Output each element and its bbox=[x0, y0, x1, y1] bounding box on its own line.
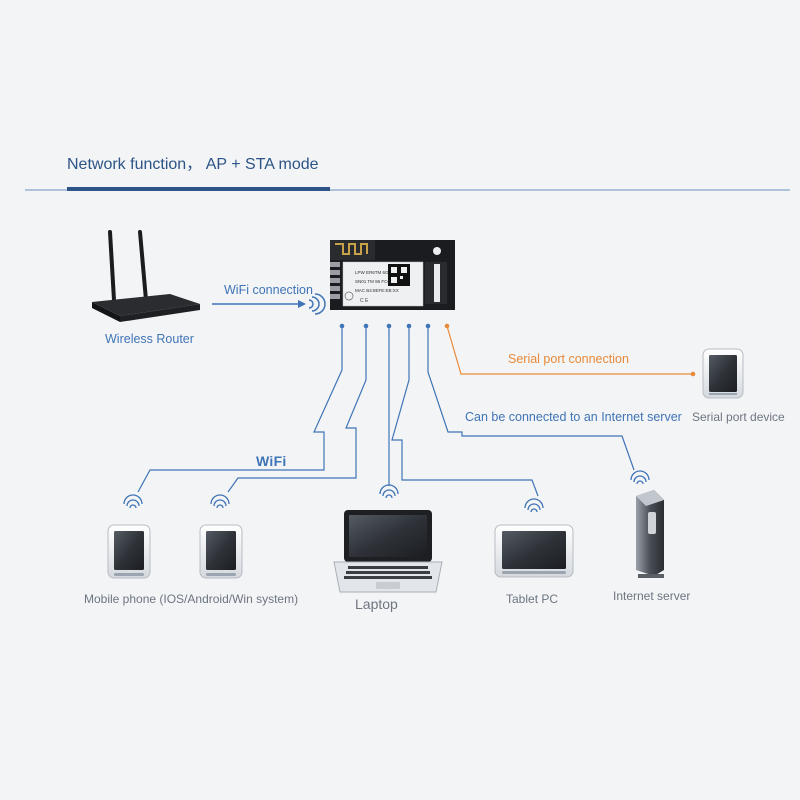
wifi-icon bbox=[308, 293, 326, 315]
serial-connection-label: Serial port connection bbox=[508, 352, 629, 366]
server-label: Internet server bbox=[613, 589, 691, 603]
header-divider bbox=[25, 187, 790, 191]
tablet-icon bbox=[494, 524, 574, 578]
wifi-connection-label: WiFi connection bbox=[224, 283, 313, 297]
page-title: Network function， AP + STA mode bbox=[67, 156, 319, 173]
router-icon bbox=[92, 230, 200, 322]
phone-icon bbox=[107, 524, 151, 579]
server-icon bbox=[636, 490, 664, 578]
serial-link-line bbox=[444, 323, 696, 377]
wifi-icon bbox=[123, 470, 650, 513]
serial-device-label: Serial port device bbox=[692, 410, 785, 424]
wifi-label: WiFi bbox=[256, 453, 287, 469]
router-label: Wireless Router bbox=[105, 332, 194, 346]
link-endpoints bbox=[339, 323, 431, 329]
serial-device-icon bbox=[702, 348, 744, 399]
tablet-label: Tablet PC bbox=[506, 592, 559, 606]
svg-text:LPW ER6TM 6G: LPW ER6TM 6G bbox=[355, 270, 389, 275]
mobile-label: Mobile phone (IOS/Android/Win system) bbox=[84, 592, 299, 606]
module-icon: LPW ER6TM 6G SN01 TM 96 FCC MAC B4:8EFE:… bbox=[330, 240, 455, 310]
svg-text:SN01 TM 96 FCC: SN01 TM 96 FCC bbox=[355, 279, 391, 284]
phone-icon bbox=[199, 524, 243, 579]
wifi-connection-arrow bbox=[212, 293, 326, 315]
wifi-link-lines bbox=[137, 326, 635, 497]
svg-text:C E: C E bbox=[360, 298, 369, 304]
laptop-icon bbox=[333, 510, 443, 593]
svg-text:MAC B4:8EFE:EB:XX: MAC B4:8EFE:EB:XX bbox=[355, 288, 399, 293]
internet-server-connection-label: Can be connected to an Internet server bbox=[465, 410, 682, 424]
laptop-label: Laptop bbox=[355, 596, 398, 612]
